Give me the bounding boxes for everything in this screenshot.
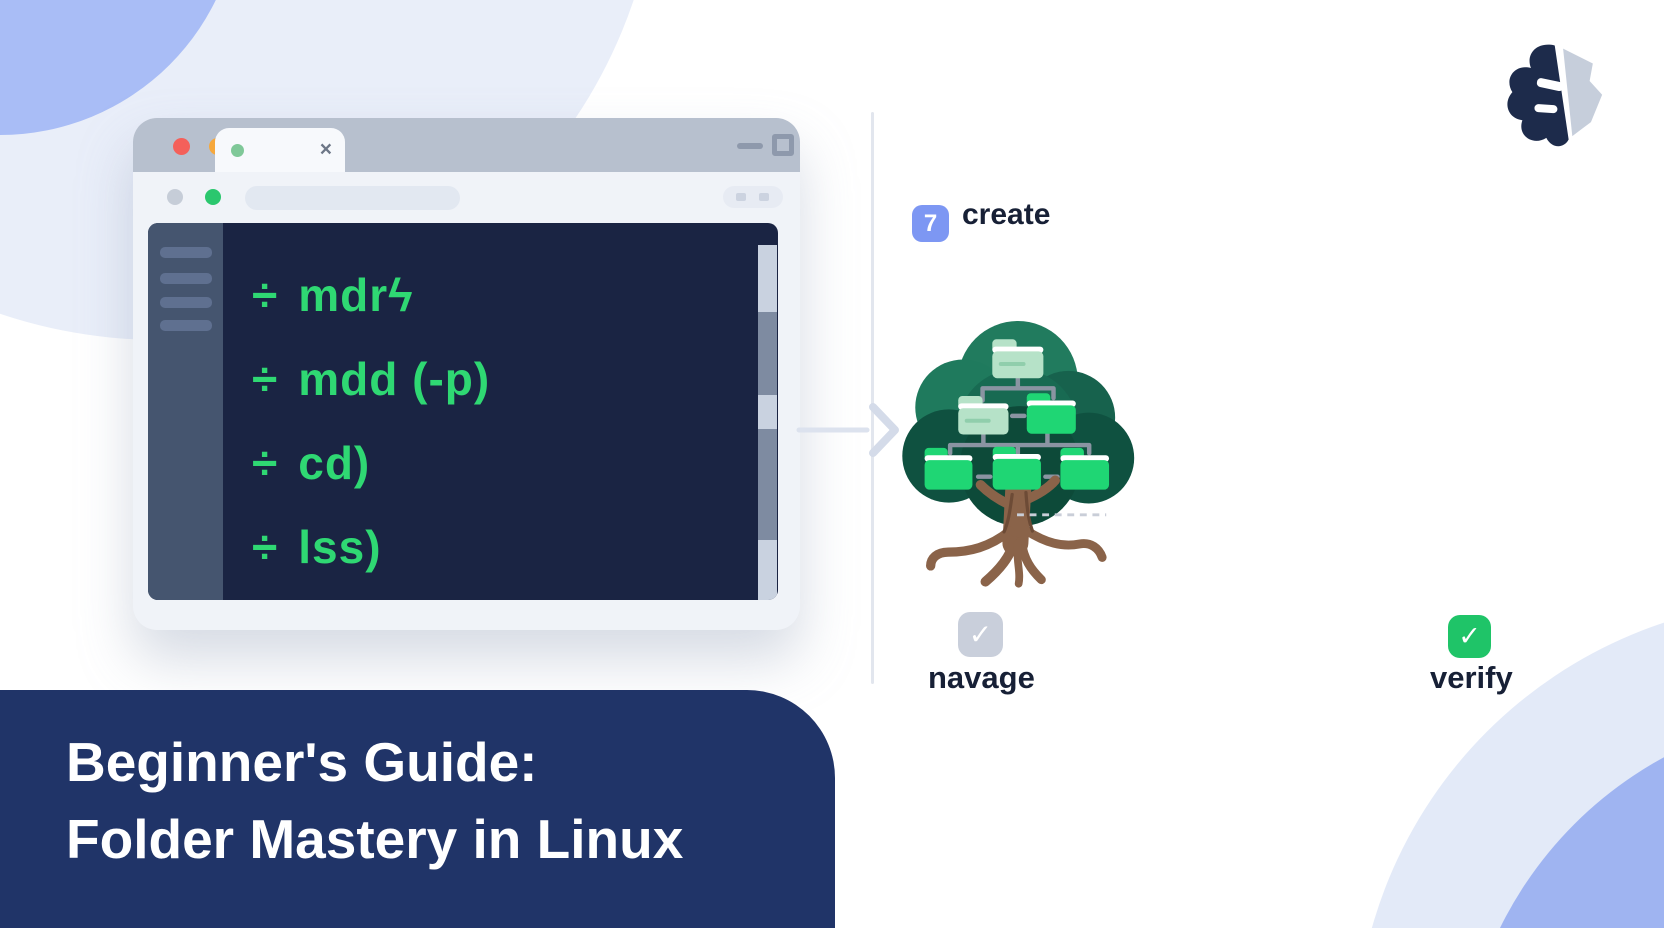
page-title: Beginner's Guide: Folder Mastery in Linu… xyxy=(66,724,683,878)
browser-tab-bar: × xyxy=(133,118,800,172)
navigate-step-icon: ✓ xyxy=(958,612,1003,657)
command-text: lss) xyxy=(298,521,382,573)
folder-l3-middle xyxy=(992,446,1041,490)
arrow-right-icon xyxy=(796,403,899,457)
section-divider xyxy=(871,112,874,684)
toolbar-go-button[interactable] xyxy=(205,189,221,205)
folder-l3-left xyxy=(924,447,973,490)
prompt-symbol: ÷ xyxy=(252,521,279,573)
folder-root xyxy=(992,339,1044,379)
prompt-symbol: ÷ xyxy=(252,353,279,405)
sidebar-line xyxy=(160,297,212,308)
sidebar-line xyxy=(160,320,212,331)
tab-favicon-icon xyxy=(231,144,244,157)
split-gear-logo xyxy=(1498,40,1606,152)
scrollbar-thumb[interactable] xyxy=(758,312,777,395)
folder-l3-right xyxy=(1060,447,1110,490)
command-text: mdrϟ xyxy=(298,269,414,321)
create-step-icon: 7 xyxy=(912,205,949,242)
check-icon: ✓ xyxy=(968,619,993,650)
verify-step-label: verify xyxy=(1430,660,1513,695)
terminal-output: ÷ mdrϟ ÷ mdd (-p) ÷ cd) ÷ lss) xyxy=(252,253,490,589)
folder-tree-illustration xyxy=(902,321,1135,588)
navigate-step-label: navage xyxy=(928,660,1035,695)
browser-window: × ÷ mdrϟ xyxy=(133,118,800,630)
traffic-light-close-button[interactable] xyxy=(173,138,190,155)
toolbar-action-icon xyxy=(736,193,746,201)
split-gear-logo-icon xyxy=(1507,44,1603,147)
prompt-symbol: ÷ xyxy=(252,269,279,321)
terminal-line: ÷ cd) xyxy=(252,421,490,505)
terminal-line: ÷ mdrϟ xyxy=(252,253,490,337)
verify-step-icon: ✓ xyxy=(1448,615,1491,658)
address-bar[interactable] xyxy=(245,186,460,210)
folder-l2-left xyxy=(958,396,1009,435)
toolbar-actions-pill[interactable] xyxy=(723,186,783,208)
sidebar-line xyxy=(160,273,212,284)
terminal-scrollbar[interactable] xyxy=(758,245,777,600)
browser-toolbar xyxy=(133,172,800,223)
create-step-label: create xyxy=(962,198,1051,231)
title-banner: Beginner's Guide: Folder Mastery in Linu… xyxy=(0,690,835,928)
terminal-line: ÷ mdd (-p) xyxy=(252,337,490,421)
window-minimize-icon[interactable] xyxy=(737,143,763,149)
terminal-panel: ÷ mdrϟ ÷ mdd (-p) ÷ cd) ÷ lss) xyxy=(148,223,778,600)
toolbar-action-icon xyxy=(759,193,769,201)
terminal-sidebar xyxy=(148,223,223,600)
folder-l2-right xyxy=(1026,393,1076,434)
window-maximize-icon[interactable] xyxy=(772,134,794,156)
arrow-seven-glyph: 7 xyxy=(923,209,938,237)
scrollbar-thumb[interactable] xyxy=(758,429,777,540)
tab-close-icon[interactable]: × xyxy=(319,138,332,161)
prompt-symbol: ÷ xyxy=(252,437,279,489)
title-line-1: Beginner's Guide: xyxy=(66,731,538,793)
browser-tab[interactable]: × xyxy=(215,128,345,172)
command-text: cd) xyxy=(298,437,371,489)
terminal-line: ÷ lss) xyxy=(252,505,490,589)
command-text: mdd (-p) xyxy=(298,353,491,405)
check-icon: ✓ xyxy=(1458,621,1481,651)
title-line-2: Folder Mastery in Linux xyxy=(66,808,684,870)
toolbar-back-button[interactable] xyxy=(167,189,183,205)
sidebar-line xyxy=(160,247,212,258)
